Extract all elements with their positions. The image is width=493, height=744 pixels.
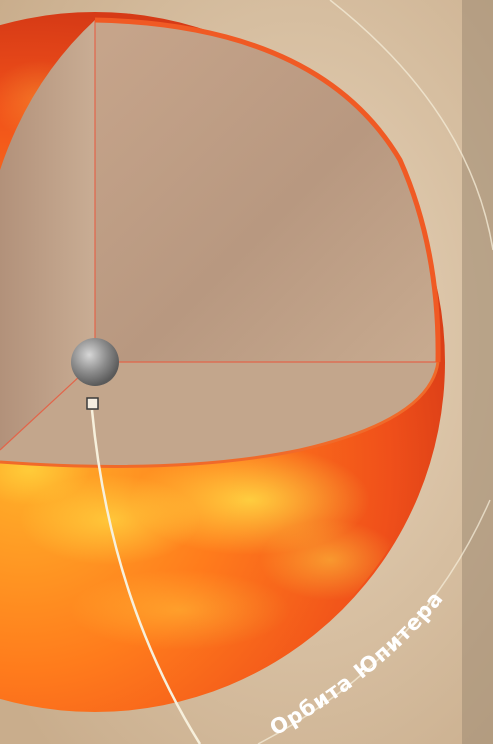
page-edge [462,0,493,744]
position-marker [87,398,98,409]
jupiter-planet [71,338,119,386]
